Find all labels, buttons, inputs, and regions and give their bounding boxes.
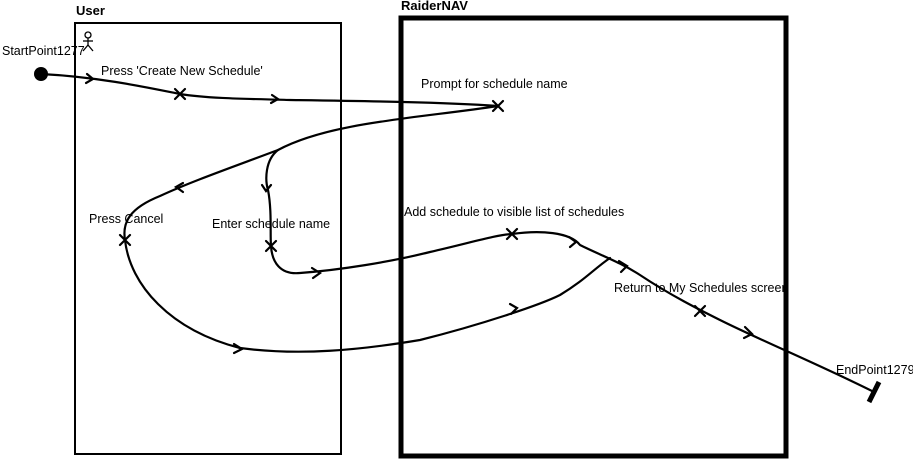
arrowhead	[508, 302, 519, 316]
end-point-bar	[866, 380, 882, 404]
responsibility-cross-create	[173, 87, 187, 101]
raidernav-lane-title: RaiderNAV	[401, 0, 468, 13]
step-return-screen-label: Return to My Schedules screen	[614, 281, 788, 295]
arrowhead	[310, 266, 322, 280]
arrowheads	[84, 72, 754, 355]
enter-name-path	[265, 148, 876, 394]
end-point-label: EndPoint1279	[836, 363, 913, 377]
arrowhead	[260, 183, 273, 193]
step-press-create-label: Press 'Create New Schedule'	[101, 64, 263, 78]
arrowhead	[173, 181, 185, 194]
responsibility-cross-return	[693, 304, 707, 318]
arrowhead	[84, 72, 95, 85]
step-enter-name-label: Enter schedule name	[212, 217, 330, 231]
actor-icon	[82, 31, 94, 52]
raidernav-lane-box	[398, 15, 789, 459]
arrowhead	[567, 235, 578, 249]
arrowhead	[232, 342, 245, 355]
cancel-path	[123, 104, 612, 353]
user-lane-title: User	[76, 3, 105, 18]
start-point-label: StartPoint1277	[2, 44, 85, 58]
arrowhead	[742, 325, 754, 340]
main-path-segment	[39, 72, 500, 108]
responsibility-cross-cancel	[118, 233, 132, 247]
user-lane-box	[74, 22, 342, 455]
arrowhead	[617, 259, 629, 274]
start-point	[34, 67, 48, 81]
responsibility-cross-enter	[264, 239, 278, 253]
responsibility-cross-add	[505, 227, 519, 241]
arrowhead	[269, 93, 281, 105]
step-add-schedule-label: Add schedule to visible list of schedule…	[404, 205, 624, 219]
step-press-cancel-label: Press Cancel	[89, 212, 163, 226]
responsibility-cross-prompt	[491, 99, 505, 113]
step-prompt-name-label: Prompt for schedule name	[421, 77, 568, 91]
responsibility-points	[118, 87, 707, 318]
